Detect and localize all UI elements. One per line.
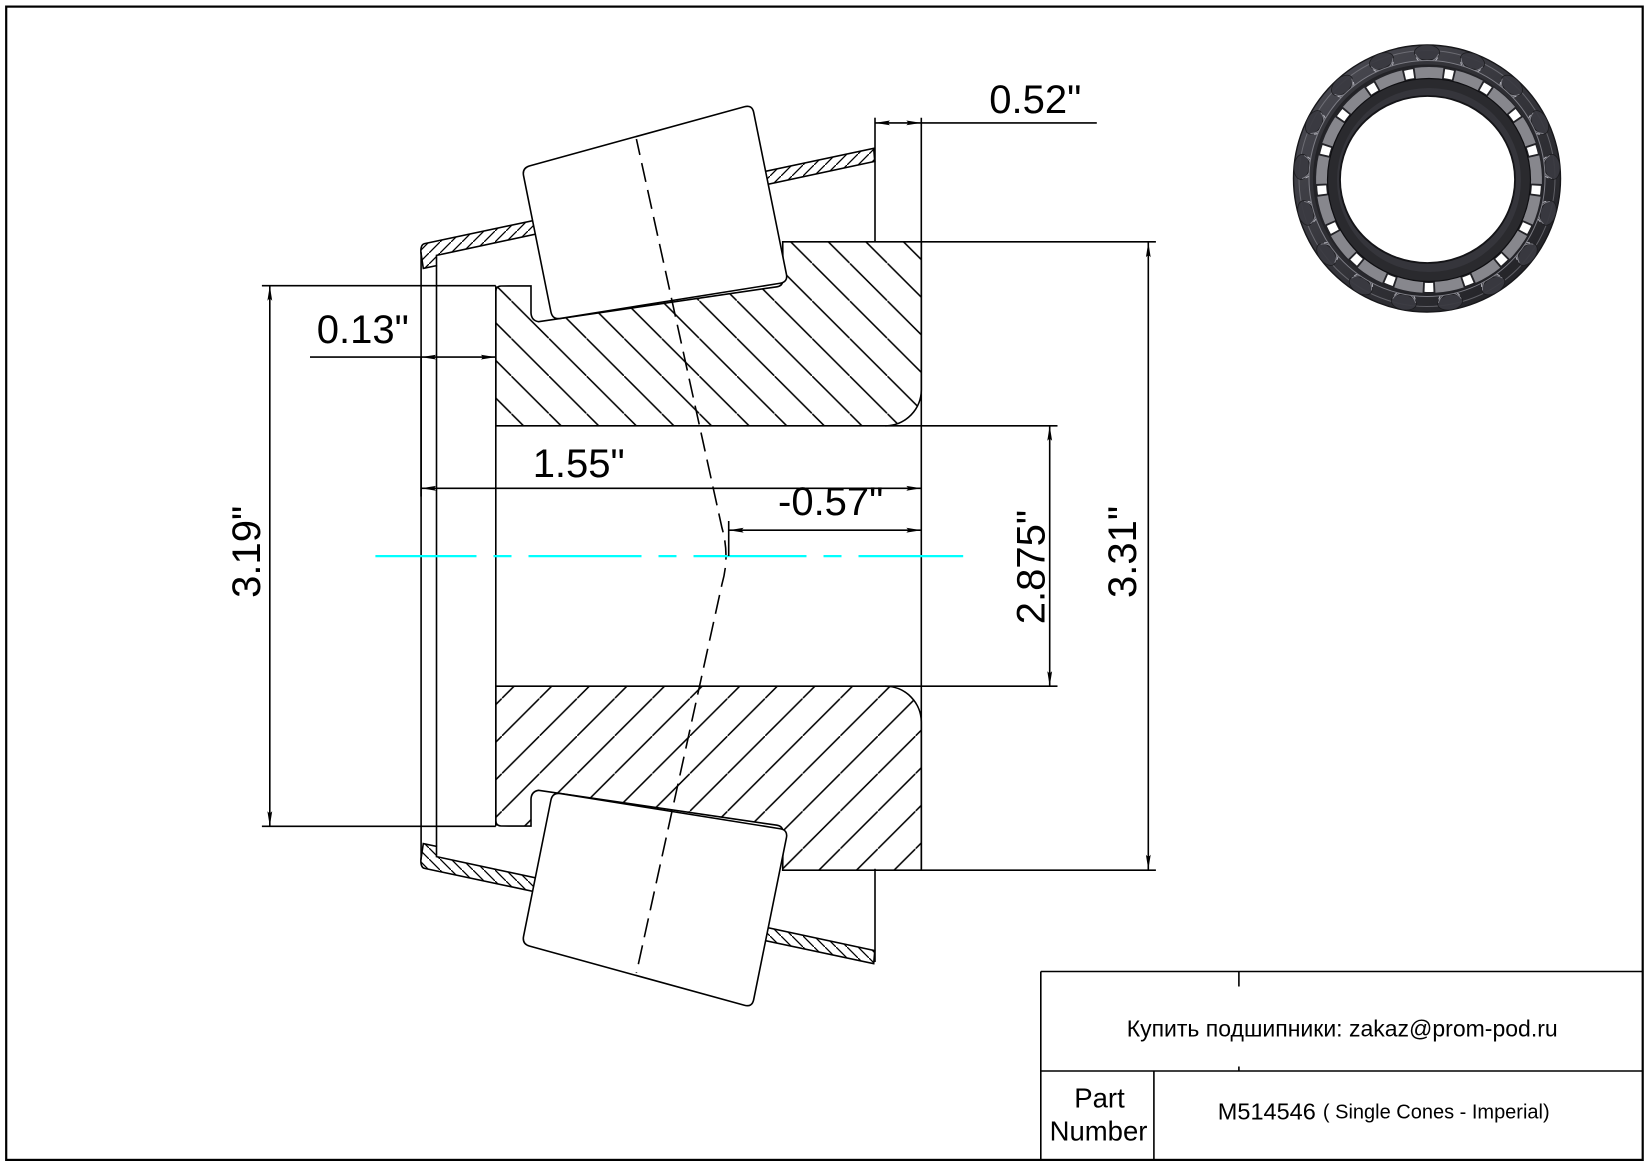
svg-text:Number: Number [1050,1116,1148,1147]
svg-text:1.55": 1.55" [533,442,625,486]
svg-text:3.31": 3.31" [1101,506,1145,598]
svg-text:M514546: M514546 [1218,1099,1316,1125]
svg-text:Part: Part [1074,1083,1125,1114]
svg-text:( Single Cones - Imperial): ( Single Cones - Imperial) [1323,1102,1550,1124]
svg-text:-0.57": -0.57" [778,480,883,524]
svg-text:2.875": 2.875" [1010,510,1054,624]
svg-text:Купить подшипники: zakaz@prom-: Купить подшипники: zakaz@prom-pod.ru [1127,1016,1558,1042]
svg-text:0.13": 0.13" [317,308,409,352]
svg-text:0.52": 0.52" [989,78,1081,122]
svg-text:3.19": 3.19" [225,506,269,598]
